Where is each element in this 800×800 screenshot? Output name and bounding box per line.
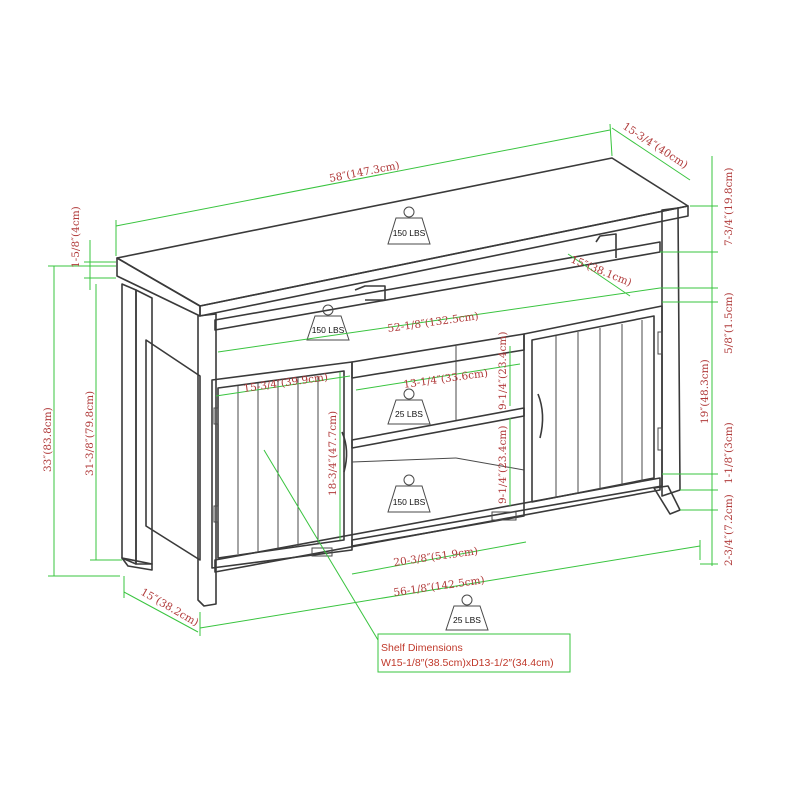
dim-top-width: 58″(147.3cm): [328, 160, 400, 185]
dim-upper-opening-height: 9-1/4″(23.4cm): [497, 332, 509, 410]
dim-bottom-rail: 1-1/8″(3cm): [723, 422, 735, 484]
left-rear-leg: [121, 283, 137, 565]
weight-icon: 150 LBS: [387, 474, 431, 513]
right-front-leg: [661, 207, 681, 497]
right-door-handle: [537, 393, 544, 439]
dim-center-shelf-width: 13-1/4″(33.6cm): [403, 367, 489, 391]
left-door-handle: [341, 431, 348, 473]
tv-stand-drawing: [116, 157, 689, 607]
dim-side-trim: 5/8″(1.5cm): [723, 292, 735, 354]
dim-top-depth: 15-3/4″(40cm): [620, 120, 690, 171]
dim-top-thickness: 1-5/8″(4cm): [70, 206, 82, 268]
center-back-line: [351, 457, 457, 463]
weight-icon: 25 LBS: [445, 594, 489, 631]
left-side-panel: [135, 289, 153, 565]
hinge: [213, 407, 219, 425]
left-door: [217, 370, 345, 559]
dim-overall-height: 33″(83.8cm): [42, 407, 54, 472]
rear-cable-notch: [354, 285, 386, 301]
shelf-dimensions-callout: Shelf Dimensions W15-1/8″(38.5cm)xD13-1/…: [377, 633, 571, 673]
dim-cabinet-height: 19″(48.3cm): [699, 359, 711, 424]
weight-label-open-shelf: 150 LBS: [312, 325, 345, 335]
dim-leg-height: 2-3/4″(7.2cm): [723, 494, 735, 566]
hinge: [213, 505, 219, 523]
shelf-dimensions-title: Shelf Dimensions: [381, 642, 463, 654]
weight-icon: 150 LBS: [387, 206, 431, 245]
right-door-frame: [523, 305, 663, 511]
weight-label-bottom-shelf: 150 LBS: [393, 497, 426, 507]
dim-center-opening-width: 20-3/8″(51.9cm): [393, 545, 479, 569]
dim-base-depth: 15″(38.2cm): [139, 586, 201, 629]
dim-door-height: 18-3/4″(47.7cm): [327, 411, 339, 496]
center-back-line: [455, 457, 525, 471]
weight-label-top: 150 LBS: [393, 228, 426, 238]
weight-icon: 25 LBS: [387, 388, 431, 425]
left-foot: [121, 557, 153, 571]
left-front-leg: [197, 313, 217, 607]
dim-body-height: 31-3/8″(79.8cm): [84, 391, 96, 476]
left-kick: [311, 547, 333, 557]
dim-inner-width: 52-1/8″(132.5cm): [387, 310, 480, 335]
hinge: [657, 331, 663, 355]
dim-lower-opening-height: 9-1/4″(23.4cm): [497, 426, 509, 504]
weight-label-center-shelf: 25 LBS: [395, 409, 423, 419]
dimension-lines: [48, 123, 718, 641]
shelf-dimensions-value: W15-1/8″(38.5cm)xD13-1/2″(34.4cm): [381, 657, 554, 669]
center-bottom-rail: [351, 509, 525, 547]
dim-base-width: 56-1/8″(142.5cm): [393, 574, 486, 599]
hinge: [657, 427, 663, 451]
dim-top-shelf-height: 7-3/4″(19.8cm): [723, 168, 735, 246]
center-kick: [491, 511, 517, 521]
top-front-edge: [199, 205, 689, 317]
rear-strut: [595, 233, 617, 258]
weight-label-cabinet-shelf: 25 LBS: [453, 615, 481, 625]
right-door: [531, 315, 655, 503]
left-cabinet-side: [145, 339, 201, 561]
left-door-frame: [211, 361, 353, 569]
weight-icon: 150 LBS: [306, 304, 350, 341]
weight-icons: 150 LBS 150 LBS 25 LBS 150 LBS 25 LBS: [306, 206, 489, 631]
